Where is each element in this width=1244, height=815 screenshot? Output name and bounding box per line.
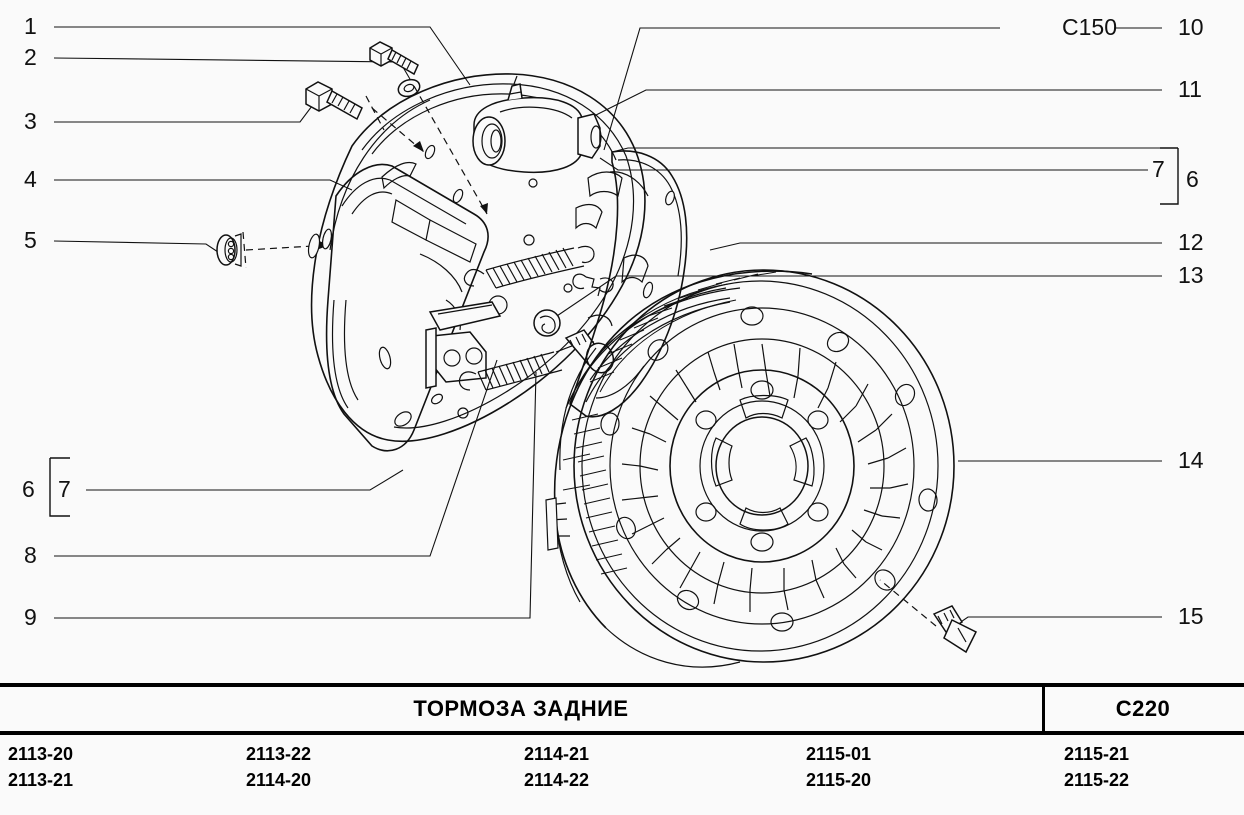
part-number: 2114-20 <box>246 770 312 790</box>
table-rule-bottom <box>0 731 1244 735</box>
drum-stud-holes <box>695 380 829 552</box>
part-bleeder-screw <box>932 605 978 654</box>
callout-8: 8 <box>24 542 37 568</box>
callout-7-right: 7 <box>1152 156 1165 182</box>
table-rule-top <box>0 683 1244 687</box>
reference-code-c150: C150 <box>1062 14 1117 40</box>
part-retainer-cup <box>533 309 561 337</box>
table-header-row: ТОРМОЗА ЗАДНИЕ C220 <box>0 687 1244 731</box>
part-column-4: 2115-01 2115-20 <box>806 741 1006 793</box>
bracket-right-6-7 <box>1160 147 1179 205</box>
callout-6-right: 6 <box>1186 166 1199 192</box>
part-return-spring-lower <box>458 341 595 391</box>
part-number: 2115-21 <box>1064 744 1130 764</box>
part-wheel-cylinder <box>472 75 602 174</box>
part-number: 2114-21 <box>524 744 590 764</box>
part-column-1: 2113-20 2113-21 <box>8 741 208 793</box>
part-number: 2114-22 <box>524 770 590 790</box>
part-brake-shoe-rear <box>569 150 688 418</box>
callout-5: 5 <box>24 227 37 253</box>
callout-9: 9 <box>24 604 37 630</box>
illustration-area: .ln{fill:none;stroke:#111;stroke-width:1… <box>22 13 1204 668</box>
table-column-divider <box>1042 687 1045 731</box>
part-number: 2115-22 <box>1064 770 1130 790</box>
callout-14: 14 <box>1178 447 1204 473</box>
part-brake-drum <box>545 269 955 668</box>
part-rubber-plug <box>216 233 242 267</box>
part-bolt-mid <box>305 81 363 121</box>
part-number: 2115-01 <box>806 744 872 764</box>
drum-cooling-fins <box>621 343 909 612</box>
part-number: 2113-22 <box>246 744 312 764</box>
callout-2: 2 <box>24 44 37 70</box>
parts-table: ТОРМОЗА ЗАДНИЕ C220 2113-20 2113-21 2113… <box>0 683 1244 815</box>
table-sheet-code: C220 <box>1115 696 1171 721</box>
part-column-5: 2115-21 2115-22 <box>1064 741 1244 793</box>
part-spring-clip <box>572 273 614 297</box>
part-brake-shoe-front <box>325 163 489 452</box>
part-bolt-top <box>369 41 419 76</box>
drum-face-bosses <box>600 306 938 632</box>
callout-1: 1 <box>24 13 37 39</box>
part-number: 2113-20 <box>8 744 74 764</box>
callout-15: 15 <box>1178 603 1204 629</box>
technical-drawing: .ln{fill:none;stroke:#111;stroke-width:1… <box>49 26 1179 668</box>
part-adjuster-strut <box>425 301 502 389</box>
table-title: ТОРМОЗА ЗАДНИЕ <box>413 696 629 721</box>
part-number-grid: 2113-20 2113-21 2113-22 2114-20 2114-21 … <box>0 741 1244 815</box>
callout-11: 11 <box>1178 76 1202 102</box>
part-number: 2113-21 <box>8 770 74 790</box>
callout-4: 4 <box>24 166 37 192</box>
callout-7-left: 7 <box>58 476 71 502</box>
part-column-3: 2114-21 2114-22 <box>524 741 724 793</box>
callout-12: 12 <box>1178 229 1204 255</box>
part-brake-backing-plate <box>307 73 646 443</box>
bracket-left-6-7 <box>49 457 70 517</box>
part-return-spring-upper <box>463 245 595 289</box>
callout-6-left: 6 <box>22 476 35 502</box>
callout-13: 13 <box>1178 262 1204 288</box>
part-number: 2115-20 <box>806 770 872 790</box>
part-column-2: 2113-22 2114-20 <box>246 741 446 793</box>
callout-10: 10 <box>1178 14 1204 40</box>
callout-3: 3 <box>24 108 37 134</box>
